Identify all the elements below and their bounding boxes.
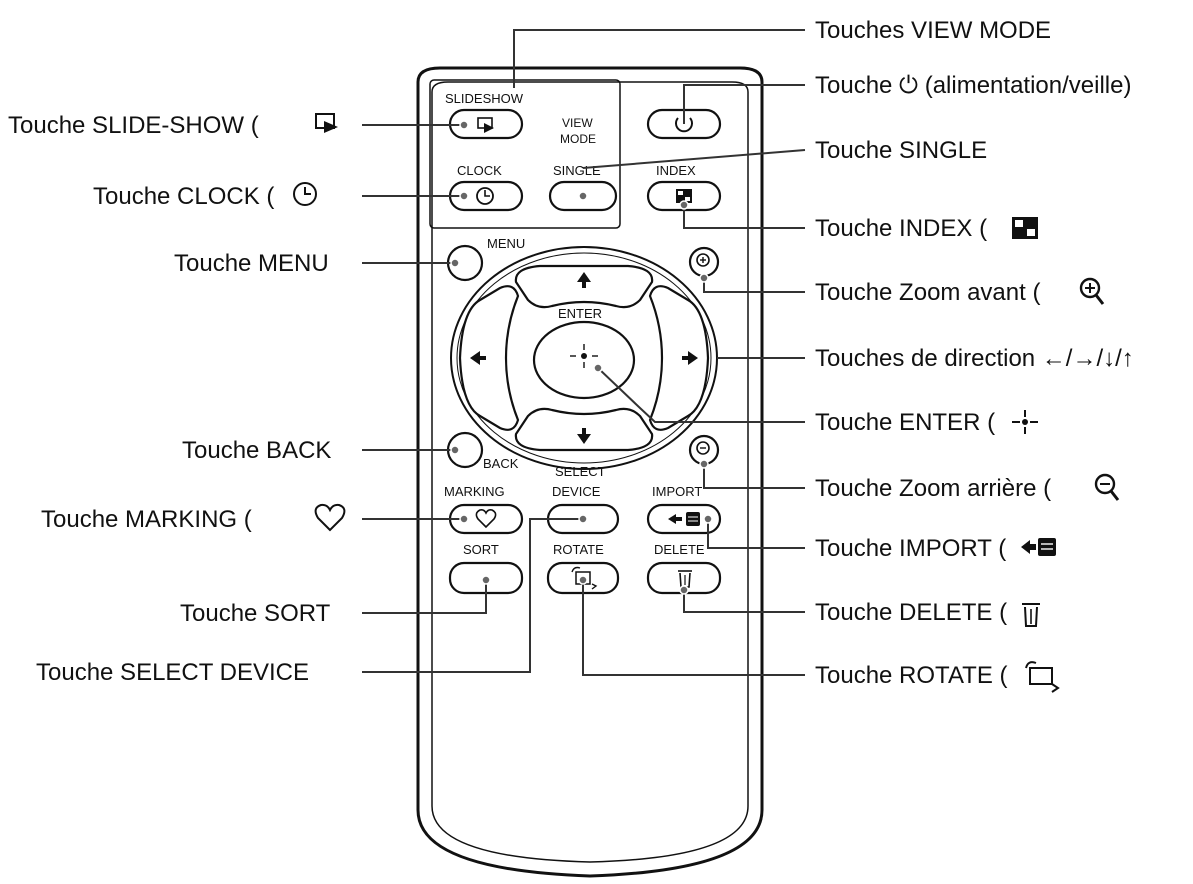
zoom-in-button[interactable]	[688, 246, 720, 278]
callout-single: Touche SINGLE	[815, 137, 987, 164]
index-callout-icon	[1012, 217, 1038, 239]
callout-delete: Touche DELETE (	[815, 599, 1007, 626]
zoom-out-callout-icon	[1094, 473, 1120, 501]
label-slideshow: SLIDESHOW	[445, 91, 524, 106]
enter-button[interactable]	[532, 320, 636, 400]
slideshow-icon	[477, 117, 494, 133]
dot-delete	[679, 585, 689, 595]
callout-marking: Touche MARKING (	[41, 506, 252, 533]
dot-rotate	[578, 575, 588, 585]
dpad-left-button[interactable]	[458, 285, 520, 431]
callout-zoom-in: Touche Zoom avant (	[815, 279, 1040, 306]
leader-single	[582, 149, 806, 169]
label-rotate: ROTATE	[553, 542, 604, 557]
import-card-icon	[668, 512, 700, 526]
dot-menu	[450, 258, 460, 268]
remote-body-outer	[416, 66, 764, 878]
leader-zoom-out	[703, 464, 805, 489]
arrow-right-icon	[682, 351, 698, 365]
clock-icon	[476, 187, 494, 205]
leader-import	[707, 519, 805, 549]
label-select: SELECT	[555, 464, 606, 479]
arrow-left-icon	[470, 351, 486, 365]
dot-slideshow	[459, 120, 469, 130]
leader-index	[683, 205, 805, 229]
callout-rotate: Touche ROTATE (	[815, 662, 1008, 689]
dot-zoom-in	[699, 273, 709, 283]
heart-icon	[475, 509, 497, 529]
dot-import	[703, 514, 713, 524]
label-menu: MENU	[487, 236, 525, 251]
dot-clock	[459, 191, 469, 201]
slideshow-callout-icon	[315, 113, 338, 133]
callout-sort: Touche SORT	[180, 600, 331, 627]
import-button[interactable]	[646, 503, 722, 535]
zoom-out-icon	[696, 441, 710, 455]
import-callout-icon	[1021, 538, 1056, 556]
callout-slideshow: Touche SLIDE-SHOW (	[8, 112, 259, 139]
delete-callout-icon	[1022, 603, 1040, 627]
callout-direction: Touches de direction ←/→/↓/↑	[815, 345, 1134, 372]
label-back: BACK	[483, 456, 519, 471]
label-index: INDEX	[656, 163, 696, 178]
callout-power: Touche ⏻ (alimentation/veille)	[815, 72, 1131, 99]
label-marking: MARKING	[444, 484, 505, 499]
view-mode-group-box	[429, 79, 621, 229]
leader-zoom-in	[703, 278, 805, 293]
label-clock: CLOCK	[457, 163, 502, 178]
leader-delete	[683, 590, 805, 613]
label-single: SINGLE	[553, 163, 601, 178]
remote-body-inner	[431, 81, 749, 863]
callout-clock: Touche CLOCK (	[93, 183, 274, 210]
enter-callout-icon	[1012, 410, 1038, 434]
arrow-up-icon	[577, 272, 591, 288]
label-device: DEVICE	[552, 484, 601, 499]
leader-power	[683, 84, 805, 124]
dot-single	[578, 191, 588, 201]
label-mode: MODE	[560, 132, 596, 146]
callout-import: Touche IMPORT (	[815, 535, 1006, 562]
zoom-in-icon	[696, 253, 710, 267]
leader-view-mode	[513, 29, 805, 88]
dot-select-device	[578, 514, 588, 524]
dot-back	[450, 445, 460, 455]
dpad-inner-ring	[456, 252, 712, 464]
arrow-down-icon	[577, 428, 591, 444]
heart-callout-icon	[314, 503, 346, 532]
leader-enter	[597, 367, 805, 423]
dot-enter	[593, 363, 603, 373]
callout-zoom-out: Touche Zoom arrière (	[815, 475, 1051, 502]
label-enter: ENTER	[558, 306, 602, 321]
enter-target-icon	[570, 344, 598, 368]
leader-select-device	[362, 518, 583, 673]
callout-select-device: Touche SELECT DEVICE	[36, 659, 309, 686]
rotate-callout-icon	[1025, 661, 1060, 693]
label-import: IMPORT	[652, 484, 702, 499]
label-sort: SORT	[463, 542, 499, 557]
dpad-right-button[interactable]	[648, 285, 710, 431]
clock-callout-icon	[293, 182, 317, 206]
dot-zoom-out	[699, 459, 709, 469]
dot-sort	[481, 575, 491, 585]
callout-enter: Touche ENTER (	[815, 409, 995, 436]
callout-view-mode: Touches VIEW MODE	[815, 17, 1051, 44]
callout-back: Touche BACK	[182, 437, 331, 464]
dot-marking	[459, 514, 469, 524]
zoom-in-callout-icon	[1079, 277, 1105, 305]
leader-sort	[362, 580, 487, 614]
index-grid-icon	[676, 189, 692, 203]
dot-index	[679, 200, 689, 210]
label-view: VIEW	[562, 116, 593, 130]
callout-index: Touche INDEX (	[815, 215, 987, 242]
label-delete: DELETE	[654, 542, 705, 557]
leader-rotate	[582, 580, 805, 676]
callout-menu: Touche MENU	[174, 250, 329, 277]
